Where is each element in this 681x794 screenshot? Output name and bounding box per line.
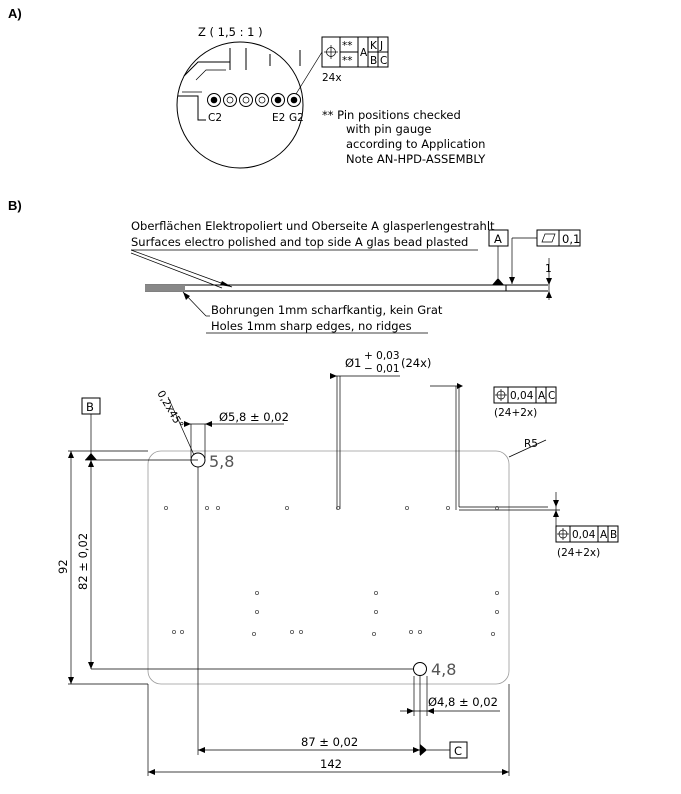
pin-hole xyxy=(254,610,259,615)
pin-hole xyxy=(445,505,450,510)
fcf-stars-bottom: ** xyxy=(342,55,353,67)
thickness-dim: 1 xyxy=(545,263,552,275)
plan-view: Ø1 + 0,03 − 0,01 (24x) 0,04 A C (24+2x) xyxy=(56,350,619,776)
hole-4-8 xyxy=(413,662,427,676)
detail-position-tolerance-frame: ** ** A K J B C 24x xyxy=(321,36,389,84)
pin-hole xyxy=(284,505,289,510)
detail-view-circle: C2 E2 G2 xyxy=(176,41,323,169)
pin-hole xyxy=(179,630,184,635)
fcf-datum-a: A xyxy=(360,47,368,59)
pos-tol-2-value: 0,04 xyxy=(572,529,596,541)
plate-outline xyxy=(147,450,510,685)
pin-hole xyxy=(371,632,376,637)
note-line-4: Note AN-HPD-ASSEMBLY xyxy=(346,152,486,166)
hole-tol-plus: + 0,03 xyxy=(364,350,400,362)
hole-count: (24x) xyxy=(401,356,431,370)
pin-hole xyxy=(254,591,259,596)
hole-tol-minus: − 0,01 xyxy=(364,363,400,375)
hole-dia: Ø1 xyxy=(345,356,361,370)
dim-142: 142 xyxy=(320,757,342,771)
pin-hole xyxy=(289,630,294,635)
pin-hole xyxy=(494,610,499,615)
chamfer-label: 0,2x45° xyxy=(154,389,185,431)
fcf-datum-k: K xyxy=(370,40,378,52)
surface-note-de: Oberflächen Elektropoliert und Oberseite… xyxy=(131,219,495,233)
fcf-count: 24x xyxy=(322,72,342,84)
pin-holes xyxy=(163,505,499,637)
pin-hole xyxy=(215,505,220,510)
section-b-label: B) xyxy=(8,198,22,213)
pos-tol-1-value: 0,04 xyxy=(510,390,534,402)
pin-hole xyxy=(171,630,176,635)
note-line-1: ** Pin positions checked xyxy=(322,108,461,122)
pin-hole xyxy=(404,505,409,510)
hole-4-8-label: 4,8 xyxy=(431,660,456,679)
pin-hole xyxy=(494,505,499,510)
hole-5-8-label: 5,8 xyxy=(209,452,234,471)
pos-tol-1-count: (24+2x) xyxy=(494,407,537,419)
detail-title: Z ( 1,5 : 1 ) xyxy=(198,25,263,39)
note-line-3: according to Application xyxy=(346,137,485,151)
fcf-datum-c: C xyxy=(380,55,387,67)
note-line-2: with pin gauge xyxy=(346,122,432,136)
pin-gauge-note: ** Pin positions checked with pin gauge … xyxy=(322,108,486,166)
pin-hole xyxy=(298,630,303,635)
surface-note-en: Surfaces electro polished and top side A… xyxy=(131,235,468,249)
pin-hole xyxy=(417,630,422,635)
datum-c-label: C xyxy=(454,744,462,758)
pos-tol-1-d1: A xyxy=(538,390,546,402)
pin-row xyxy=(207,93,301,107)
section-a-label: A) xyxy=(8,6,22,21)
pin-hole xyxy=(494,591,499,596)
fcf-datum-b: B xyxy=(370,55,377,67)
pin-hole xyxy=(204,505,209,510)
pin-label-g2: G2 xyxy=(289,112,304,124)
pin-hole xyxy=(373,610,378,615)
pin-label-c2: C2 xyxy=(208,112,222,124)
radius-label: R5 xyxy=(524,438,538,450)
pin-hole xyxy=(163,505,168,510)
dim-92: 92 xyxy=(56,559,70,574)
dim-87: 87 ± 0,02 xyxy=(301,735,358,749)
flatness-value: 0,1 xyxy=(562,232,580,246)
pin-hole xyxy=(251,632,256,637)
pos-tol-2-count: (24+2x) xyxy=(557,547,600,559)
fcf-stars-top: ** xyxy=(342,40,353,52)
pin-hole xyxy=(490,632,495,637)
dia-5-8-dim: Ø5,8 ± 0,02 xyxy=(219,410,289,424)
pos-tol-2-d1: A xyxy=(600,529,608,541)
pin-hole xyxy=(408,630,413,635)
dia-4-8-dim: Ø4,8 ± 0,02 xyxy=(428,695,498,709)
pin-label-e2: E2 xyxy=(272,112,285,124)
fcf-datum-j: J xyxy=(379,40,383,52)
holes-note-en: Holes 1mm sharp edges, no ridges xyxy=(211,319,412,333)
holes-note-de: Bohrungen 1mm scharfkantig, kein Grat xyxy=(211,303,443,317)
dim-82: 82 ± 0,02 xyxy=(76,533,90,590)
pin-hole xyxy=(335,505,340,510)
pin-hole xyxy=(373,591,378,596)
datum-b-label: B xyxy=(86,400,94,414)
datum-a-label: A xyxy=(494,232,502,246)
pos-tol-1-d2: C xyxy=(548,390,555,402)
pos-tol-2-d2: B xyxy=(610,529,617,541)
side-view: Oberflächen Elektropoliert und Oberseite… xyxy=(130,219,581,334)
